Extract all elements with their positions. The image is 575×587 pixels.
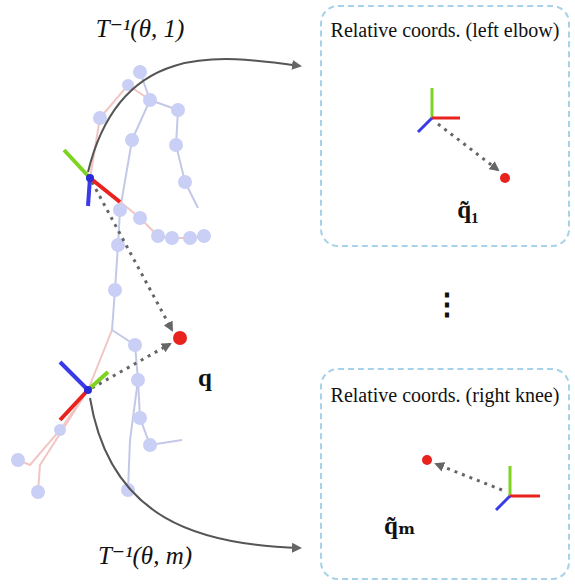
skeleton [18, 72, 204, 492]
local-frame [496, 466, 540, 510]
offset-vector [92, 182, 172, 330]
query-point [500, 173, 510, 183]
transform-arc [88, 59, 300, 172]
panel-heading: Relative coords. (left elbow) [322, 17, 568, 43]
offset-vector [436, 464, 502, 490]
transform-arc [90, 398, 300, 548]
vector-label: q̃ₘ [384, 511, 416, 540]
joint-frame [60, 362, 108, 420]
transform-label: T⁻¹(θ, 1) [96, 14, 185, 43]
vector-label: q̃₁ [457, 196, 478, 224]
dashed-panel: Relative coords. (right knee) q̃ₘ [320, 368, 570, 580]
offset-vector [438, 124, 498, 170]
transform-label: T⁻¹(θ, m) [98, 541, 192, 570]
panel-heading: Relative coords. (right knee) [322, 382, 568, 408]
query-point [422, 455, 432, 465]
point-label: q [198, 364, 212, 392]
query-point [173, 331, 187, 345]
dashed-panel: Relative coords. (left elbow) q̃₁ [320, 5, 570, 247]
skeleton-joints [11, 65, 211, 499]
ellipsis: ⋮ [432, 286, 462, 321]
offset-vector [92, 344, 170, 388]
joint-frame [64, 150, 120, 206]
